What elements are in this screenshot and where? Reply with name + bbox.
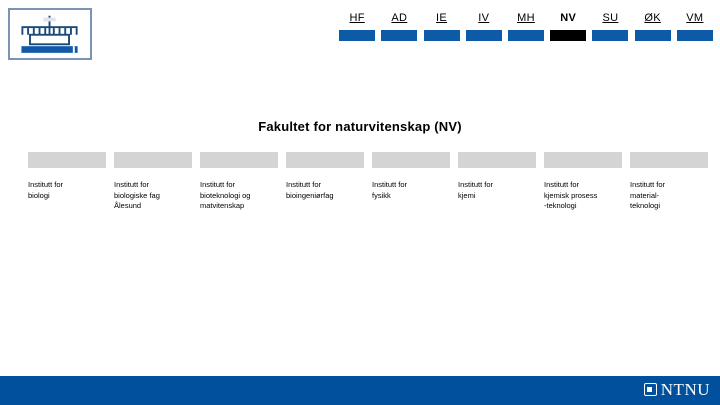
department-header-bar <box>200 152 278 168</box>
nav-tab-underline <box>507 30 544 41</box>
department-header-bar <box>114 152 192 168</box>
nav-tab-iv[interactable]: IV <box>463 12 505 46</box>
department-columns: Institutt for biologi Institutt for biolo… <box>28 152 708 212</box>
nav-tab-underline <box>550 30 587 41</box>
nav-tab-vm[interactable]: VM <box>674 12 716 46</box>
department-header-bar <box>28 152 106 168</box>
nav-tab-label: HF <box>349 12 365 24</box>
nav-tab-label: NV <box>560 12 577 24</box>
nav-tab-label: VM <box>686 12 704 24</box>
department-label: Institutt for material- teknologi <box>630 180 666 210</box>
ntnu-square-icon <box>643 383 657 396</box>
department-header-bar <box>630 152 708 168</box>
nav-tab-underline <box>339 30 376 41</box>
nav-tab-nv[interactable]: NV <box>547 12 589 46</box>
nav-tab-label: IV <box>478 12 490 24</box>
nav-tab-underline <box>676 30 713 41</box>
ntnu-logo <box>8 8 92 60</box>
page-title: Fakultet for naturvitenskap (NV) <box>258 118 462 134</box>
nav-tab-label: SU <box>602 12 619 24</box>
department-label: Institutt for kjemisk prosess -teknologi <box>544 180 598 210</box>
footer-bar: NTNU <box>0 376 720 405</box>
department-label: Institutt for biologiske fag Ålesund <box>114 180 160 210</box>
department-column[interactable]: Institutt for bioteknologi og matvitensk… <box>200 152 278 212</box>
department-column[interactable]: Institutt for kjemi <box>458 152 536 212</box>
department-header-bar <box>372 152 450 168</box>
nav-tab-underline <box>381 30 418 41</box>
ntnu-wordmark: NTNU <box>660 380 710 399</box>
department-label: Institutt for fysikk <box>372 180 408 200</box>
nav-tab-label: IE <box>436 12 448 24</box>
department-column[interactable]: Institutt for fysikk <box>372 152 450 212</box>
nav-tab-ad[interactable]: AD <box>378 12 420 46</box>
nav-tab-underline <box>423 30 460 41</box>
department-column[interactable]: Institutt for kjemisk prosess -teknologi <box>544 152 622 212</box>
department-header-bar <box>458 152 536 168</box>
nav-tab-underline <box>634 30 671 41</box>
nav-tab-ok[interactable]: ØK <box>632 12 674 46</box>
nav-tab-underline <box>465 30 502 41</box>
nav-tab-label: ØK <box>644 12 661 24</box>
nav-tab-underline <box>592 30 629 41</box>
nav-tab-label: MH <box>517 12 535 24</box>
ntnu-emblem-icon <box>21 15 78 53</box>
department-header-bar <box>544 152 622 168</box>
nav-tab-label: AD <box>391 12 408 24</box>
department-column[interactable]: Institutt for biologiske fag Ålesund <box>114 152 192 212</box>
department-label: Institutt for bioteknologi og matvitensk… <box>200 180 251 210</box>
nav-tab-su[interactable]: SU <box>589 12 631 46</box>
department-label: Institutt for kjemi <box>458 180 494 200</box>
department-label: Institutt for biologi <box>28 180 64 200</box>
nav-tab-ie[interactable]: IE <box>420 12 462 46</box>
department-column[interactable]: Institutt for material- teknologi <box>630 152 708 212</box>
department-column[interactable]: Institutt for biologi <box>28 152 106 212</box>
department-label: Institutt for bioingeniørfag <box>286 180 334 200</box>
nav-tab-mh[interactable]: MH <box>505 12 547 46</box>
ntnu-footer-logo: NTNU <box>643 380 710 399</box>
department-header-bar <box>286 152 364 168</box>
department-column[interactable]: Institutt for bioingeniørfag <box>286 152 364 212</box>
faculty-nav: HF AD IE IV MH NV SU ØK VM <box>336 12 716 46</box>
nav-tab-hf[interactable]: HF <box>336 12 378 46</box>
